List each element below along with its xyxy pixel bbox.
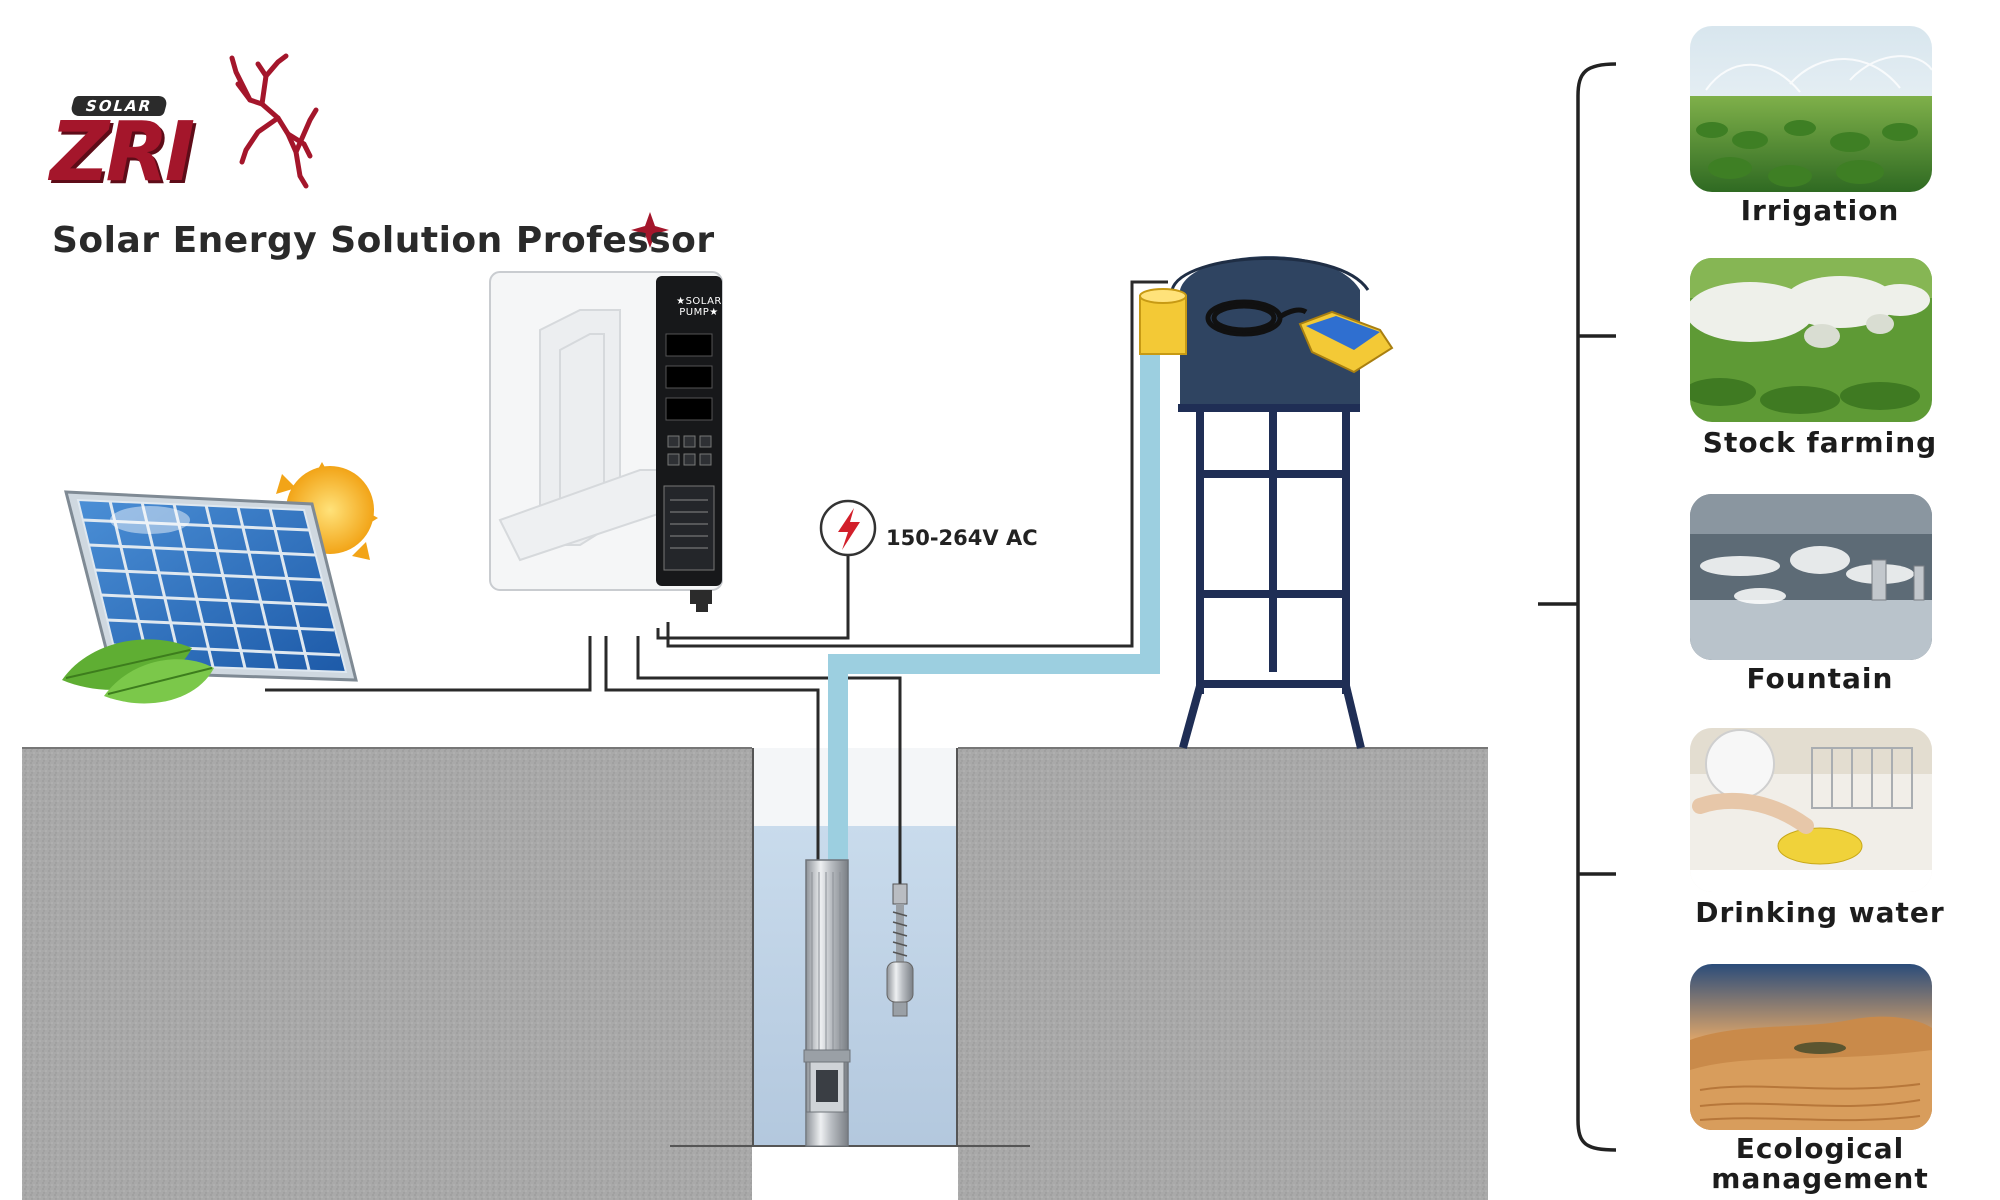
application-label-irrigation: Irrigation [1740, 194, 1900, 227]
application-label-fountain: Fountain [1746, 662, 1894, 695]
fountain-photo [1690, 494, 1932, 660]
submersible-pump [803, 859, 851, 1147]
water-pipe [828, 330, 1160, 860]
borehole-well [670, 748, 1030, 1147]
irrigation-photo [1690, 26, 1932, 192]
water-tower [1139, 256, 1394, 749]
tagline: Solar Energy Solution Professor [52, 220, 715, 261]
wiring [265, 280, 1168, 890]
solar-panel-icon [62, 462, 378, 704]
application-label-drinking-water: Drinking water [1695, 896, 1945, 929]
ground [22, 747, 1488, 1200]
deer-logo-icon [229, 53, 319, 189]
sheep-grazing-photo [1690, 258, 1932, 422]
tank-float-switch-icon [1298, 310, 1394, 374]
cable-coil-icon [1205, 299, 1308, 337]
application-label-stock-farming: Stock farming [1702, 426, 1938, 459]
brand-logo: ZRI [50, 105, 195, 200]
controller-panel-title: ★SOLAR PUMP★ [676, 296, 722, 318]
ac-power-icon [819, 499, 877, 557]
pump-controller [489, 271, 723, 612]
star-icon [631, 212, 669, 248]
well-float-switch [886, 883, 914, 1017]
voltage-label: 150-264V AC [886, 526, 1038, 550]
application-label-ecological-management: Ecological management [1711, 1132, 1929, 1195]
leaf-icon [62, 639, 214, 704]
applications-brace [1538, 62, 1617, 1152]
inlet-cap-icon [1139, 288, 1187, 355]
desert-photo [1690, 964, 1932, 1130]
kitchen-sink-photo [1690, 728, 1932, 892]
